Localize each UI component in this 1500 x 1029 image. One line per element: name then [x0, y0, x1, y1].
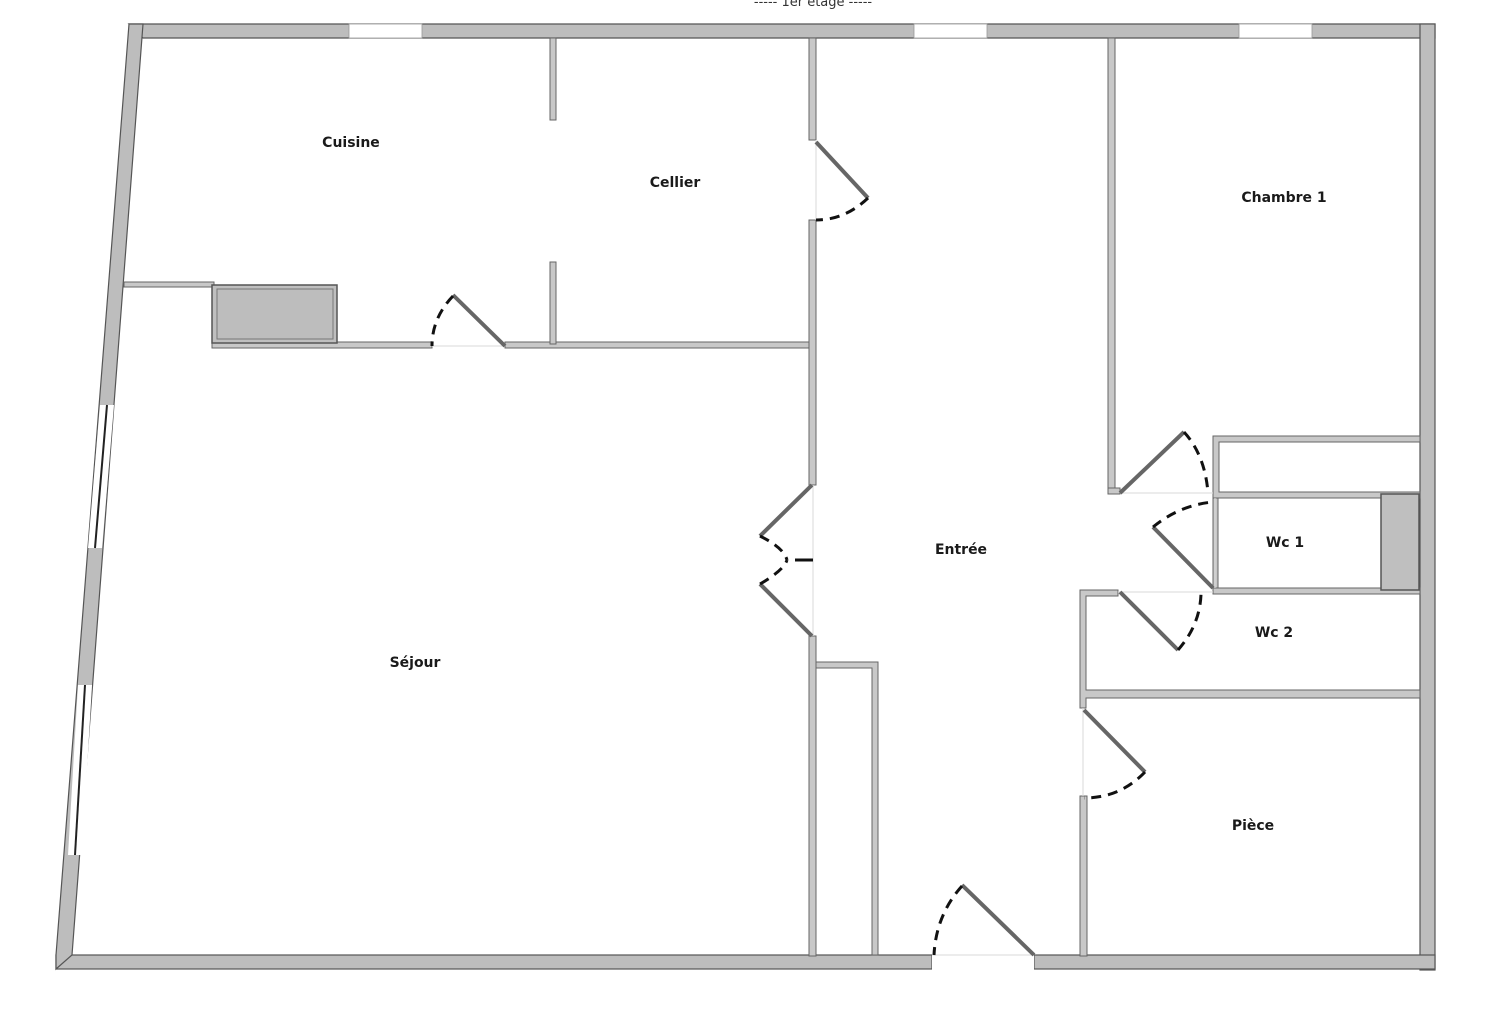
room-labels: ----- 1er étage ----- Cuisine Cellier Ch… [322, 0, 1326, 834]
door-chambre-leaf [1118, 430, 1186, 495]
doors [430, 140, 1216, 957]
window-sejour-upper-glass [94, 404, 108, 549]
wc2-wall [1079, 589, 1421, 709]
door-piece-swing [1083, 770, 1147, 800]
door-sejour-leaf-bottom [758, 582, 814, 638]
cellier-partition-bottom [549, 261, 557, 345]
room-label-cuisine: Cuisine [322, 135, 380, 151]
door-wc1-swing [1152, 500, 1214, 529]
shafts [211, 284, 1420, 591]
door-wc2-swing [1176, 593, 1203, 651]
entree-wall-mid2 [808, 635, 817, 957]
bottom-wall-left [55, 954, 933, 970]
door-sejour-leaf-top [758, 483, 814, 538]
entree-wall-top [808, 37, 817, 141]
window-sejour-lower-glass [74, 684, 86, 856]
room-label-cellier: Cellier [650, 175, 701, 191]
door-entry-leaf [960, 883, 1036, 957]
door-wc2-leaf [1118, 590, 1180, 652]
closet-wall [1212, 435, 1421, 499]
window-entree [913, 23, 988, 39]
cupboard-wall [815, 661, 879, 956]
entry-door-gap [932, 953, 1034, 971]
door-cuisine-leaf [451, 293, 507, 348]
kitchen-wall-left [123, 281, 215, 288]
door-piece-leaf [1082, 708, 1147, 774]
floor-label: ----- 1er étage ----- [754, 0, 873, 10]
room-label-sejour: Séjour [390, 655, 441, 671]
door-cellier-swing [815, 196, 870, 222]
door-chambre-swing [1182, 430, 1210, 494]
chambre-wall [1107, 37, 1116, 494]
window-chambre [1238, 23, 1313, 39]
room-label-wc1: Wc 1 [1266, 535, 1304, 551]
room-label-entree: Entrée [935, 542, 987, 558]
wc1-bottom-wall [1212, 587, 1421, 595]
right-wall [1419, 23, 1436, 971]
piece-wall [1079, 795, 1088, 957]
room-label-wc2: Wc 2 [1255, 625, 1293, 641]
wc-shaft [1380, 493, 1420, 591]
door-cuisine-swing [430, 294, 455, 347]
door-sejour-swing-top [759, 534, 789, 561]
room-label-piece: Pièce [1232, 818, 1274, 834]
kitchen-shaft-inner [216, 288, 334, 340]
door-sejour-swing-bottom [759, 559, 789, 586]
exterior-openings [68, 23, 1313, 971]
door-wc1-leaf [1151, 525, 1215, 590]
bottom-wall-right [1033, 954, 1436, 970]
interior-walls [123, 37, 1421, 957]
door-entry-swing [932, 884, 964, 956]
chambre-bottom-wall [1107, 487, 1121, 495]
cellier-partition-top [549, 37, 557, 121]
door-cellier-leaf [814, 140, 870, 200]
entree-wall-mid1 [808, 219, 817, 486]
room-label-chambre1: Chambre 1 [1241, 190, 1326, 206]
window-cuisine [348, 23, 423, 39]
